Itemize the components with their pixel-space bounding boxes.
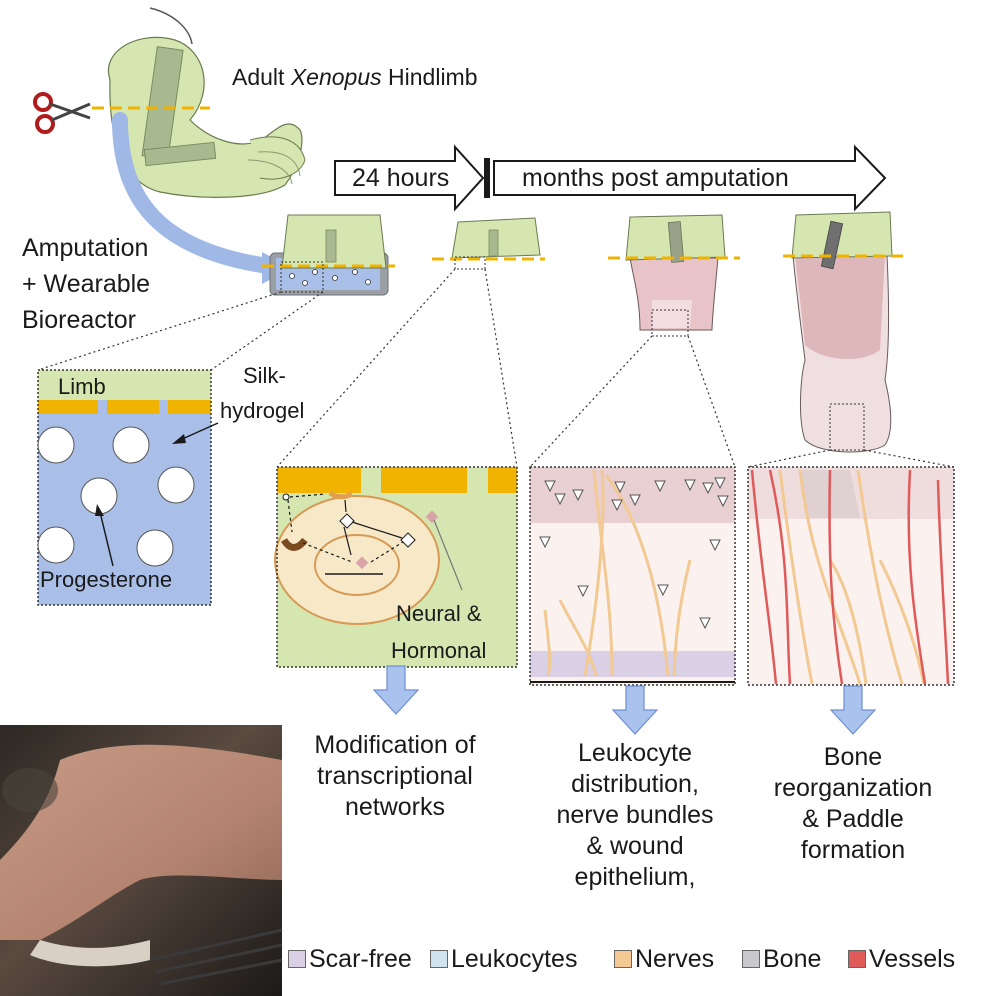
hydrogel-detail-panel xyxy=(37,369,219,606)
legend-leukocytes: Leukocytes xyxy=(430,944,577,974)
stage-late-regenerate xyxy=(783,211,905,453)
neural-label-line-1: Neural & xyxy=(396,601,482,626)
outcome-3-text: Bone reorganization & Paddle formation xyxy=(773,743,933,864)
timeline-long-label: months post amputation xyxy=(522,164,789,192)
regenerate-photo xyxy=(0,725,283,996)
outcome-2-text: Leukocyte distribution, nerve bundles & … xyxy=(556,739,714,891)
bone-vessel-panel xyxy=(747,466,955,686)
figure-title: Adult Xenopus Hindlimb xyxy=(232,64,478,90)
zoom-lines xyxy=(37,268,955,468)
legend-swatch xyxy=(848,950,866,968)
silk-label-line-1: Silk- xyxy=(243,363,286,388)
legend-nerves: Nerves xyxy=(614,944,714,974)
amputation-label-line-1: Amputation xyxy=(22,234,149,262)
scissors-icon xyxy=(33,92,91,134)
stage-early-regenerate xyxy=(608,214,740,337)
legend-swatch xyxy=(614,950,632,968)
neural-label-line-2: Hormonal xyxy=(391,638,487,663)
signaling-detail-panel xyxy=(274,466,518,668)
hindlimb-illustration xyxy=(33,7,306,284)
amputation-label-line-2: + Wearable xyxy=(22,270,151,298)
bioreactor-stage xyxy=(262,214,395,296)
stage-24h xyxy=(432,217,545,270)
outcome-arrows xyxy=(372,665,877,735)
legend-swatch xyxy=(430,950,448,968)
timeline-short-label: 24 hours xyxy=(352,164,450,192)
outcome-1-text: Modification of transcriptional networks xyxy=(314,731,476,821)
timeline-arrows xyxy=(334,144,887,212)
leukocyte-nerve-panel xyxy=(529,466,736,686)
legend-bone: Bone xyxy=(742,944,821,974)
silk-label-line-2: hydrogel xyxy=(220,398,305,423)
legend-vessels: Vessels xyxy=(848,944,955,974)
legend-swatch xyxy=(742,950,760,968)
legend-scar-free: Scar-free xyxy=(288,944,412,974)
amputation-label-line-3: Bioreactor xyxy=(22,306,136,334)
progesterone-label: Progesterone xyxy=(40,567,173,592)
limb-label: Limb xyxy=(58,374,106,399)
legend-swatch xyxy=(288,950,306,968)
